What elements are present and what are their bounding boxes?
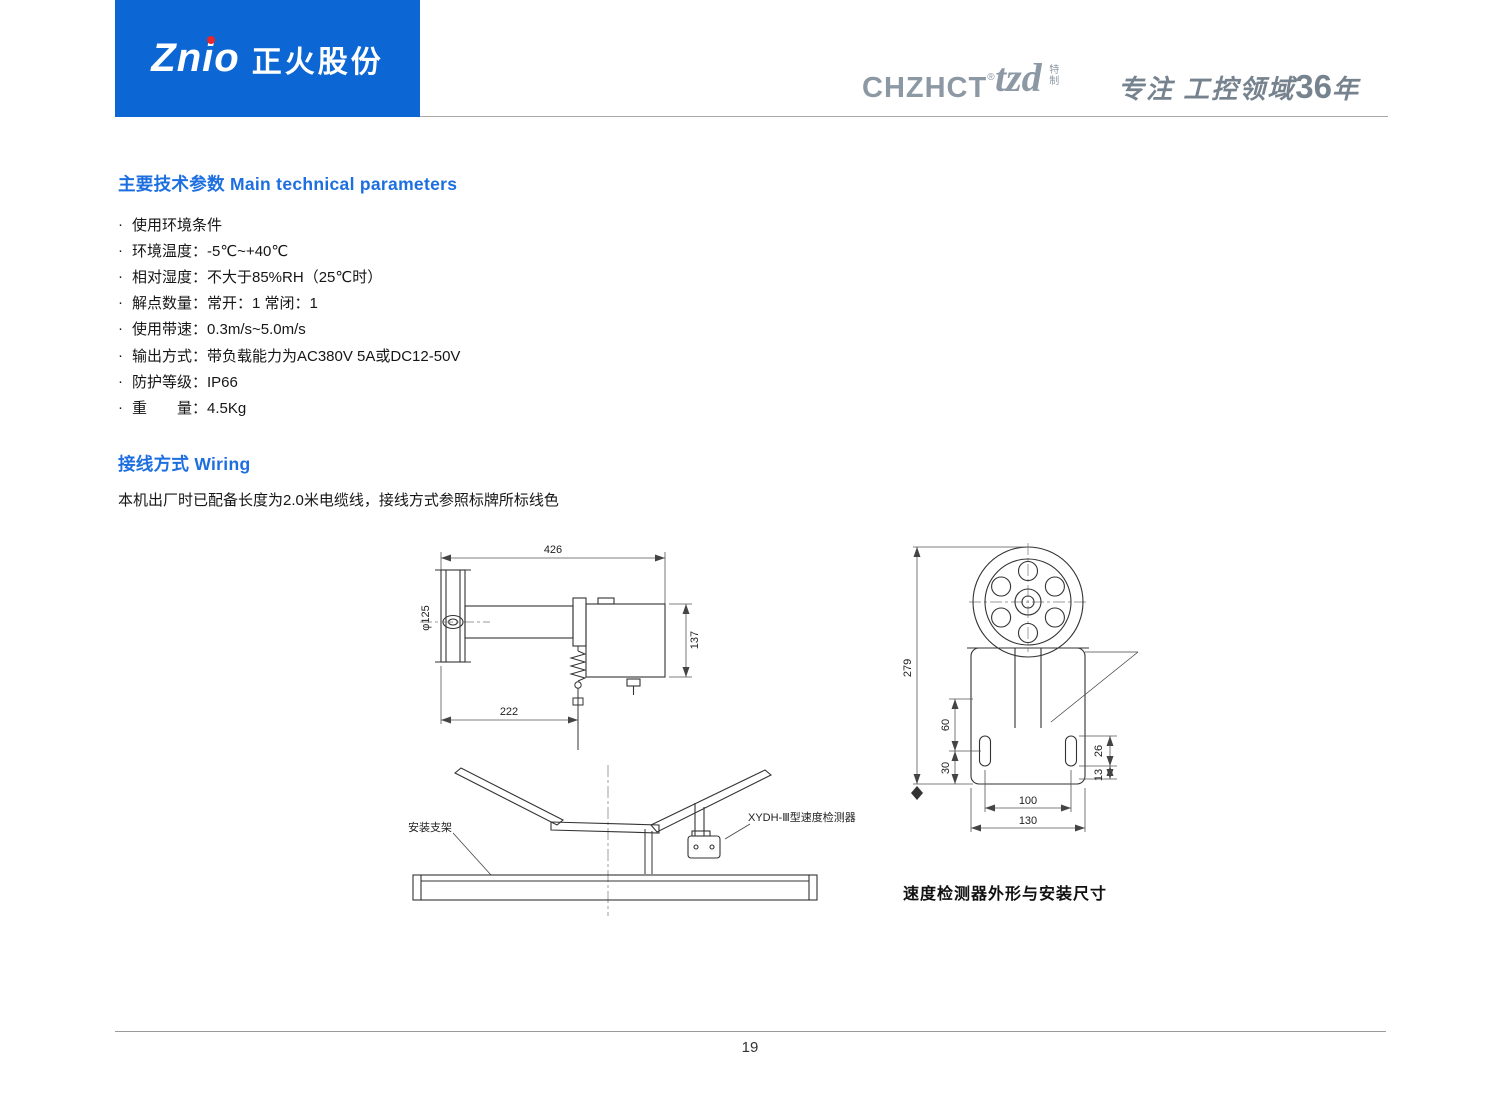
dim-279-label: 279 [903,659,914,677]
dim-137-label: 137 [689,631,701,649]
logo-red-dot-icon [206,36,215,44]
slogan-number: 36 [1295,68,1332,105]
dim-222-label: 222 [500,706,518,718]
header-slogan: 专注 工控领域36年 [1118,68,1360,106]
dim-137-lines [669,603,692,678]
bracket-label: 安装支架 [408,820,452,834]
param-item: · 重 量：4.5Kg [118,394,460,420]
bullet-icon: · [118,241,123,259]
slogan-prefix: 专注 工控领域 [1118,74,1296,104]
bracket-leader-line [452,832,492,876]
brand-tzd-subtext: 特制 [1046,64,1058,86]
front-view-drawing: 279 60 30 26 13 100 130 [903,543,1139,832]
section-title-wiring: 接线方式 Wiring [118,454,251,474]
trough-idlers [454,767,772,834]
dim-diameter-label: φ125 [420,605,432,631]
bullet-icon: · [118,398,123,416]
datum-diamond-icon [911,786,923,800]
footer-divider [115,1031,1386,1032]
detector-body-front [967,647,1089,785]
bullet-icon: · [118,320,123,338]
parameters-list: · 使用环境条件 · 环境温度：-5℃~+40℃ · 相对湿度：不大于85%RH（25… [118,211,460,421]
dim-100-label: 100 [1019,795,1037,807]
support-frame [412,874,818,901]
param-text: 重 量：4.5Kg [132,399,247,417]
dim-60-30-lines [949,698,981,784]
param-text: 解点数量：常开：1 常闭：1 [132,295,318,313]
registered-mark: ® [987,72,996,83]
param-text: 输出方式：带负载能力为AC380V 5A或DC12-50V [132,347,461,365]
param-text: 相对湿度：不大于85%RH（25℃时） [132,268,383,286]
bullet-icon: · [118,294,123,312]
dim-426-label: 426 [544,544,562,556]
param-text: 使用带速：0.3m/s~5.0m/s [132,321,306,339]
bullet-icon: · [118,215,123,233]
dim-30-label: 30 [940,762,952,774]
bullet-icon: · [118,267,123,285]
switch-box [572,597,666,695]
param-item: · 防护等级：IP66 [118,368,460,394]
param-text: 使用环境条件 [132,216,223,234]
wiring-note: 本机出厂时已配备长度为2.0米电缆线，接线方式参照标牌所标线色 [118,492,559,509]
section-title-parameters: 主要技术参数 Main technical parameters [118,174,458,194]
dim-426-lines [440,552,666,604]
speed-detector-unit [687,803,721,859]
dim-13-label: 13 [1093,769,1105,781]
dim-130-label: 130 [1019,815,1037,827]
detector-label: XYDH-Ⅲ型速度检测器 [748,810,856,824]
brand-tzd-text: tzd [995,55,1042,100]
param-text: 防护等级：IP66 [132,373,238,391]
param-item: · 使用带速：0.3m/s~5.0m/s [118,316,460,342]
param-item: · 输出方式：带负载能力为AC380V 5A或DC12-50V [118,342,460,368]
param-item: · 使用环境条件 [118,211,460,237]
logo-znio-text: Znio [151,36,240,80]
trough-installation-drawing: XYDH-Ⅲ型速度检测器 安装支架 [408,765,856,916]
param-text: 环境温度：-5℃~+40℃ [132,242,289,260]
side-view-drawing: 426 φ125 [420,544,701,750]
brand-chzhct: CHZHCT® [862,72,996,105]
dim-60-label: 60 [940,719,952,731]
drawing-caption: 速度检测器外形与安装尺寸 [903,886,1108,903]
param-item: · 环境温度：-5℃~+40℃ [118,237,460,263]
logo-company-name: 正火股份 [251,45,384,79]
tension-spring [569,646,587,750]
bullet-icon: · [118,372,123,390]
detector-cylinder [464,605,574,639]
logo-znio-wordmark: Znio [151,36,239,81]
dim-26-label: 26 [1093,745,1105,757]
dim-26-13-lines [1079,735,1117,780]
slogan-suffix: 年 [1331,74,1360,104]
detector-leader-line [724,823,751,840]
company-logo-banner: Znio 正火股份 [115,0,420,117]
page-number: 19 [741,1039,759,1056]
brand-chzhct-text: CHZHCT [862,72,988,104]
body-leader-lines [1050,651,1139,723]
front-centerlines [969,543,1087,652]
mounting-rods [644,829,653,874]
param-item: · 解点数量：常开：1 常闭：1 [118,290,460,316]
param-item: · 相对湿度：不大于85%RH（25℃时） [118,263,460,289]
bullet-icon: · [118,346,123,364]
dim-279-lines [913,546,1030,785]
dim-222-lines [440,666,578,724]
header-divider [420,116,1388,117]
dim-100-130-lines [970,770,1086,832]
brand-tzd: tzd 特制 [995,58,1060,98]
